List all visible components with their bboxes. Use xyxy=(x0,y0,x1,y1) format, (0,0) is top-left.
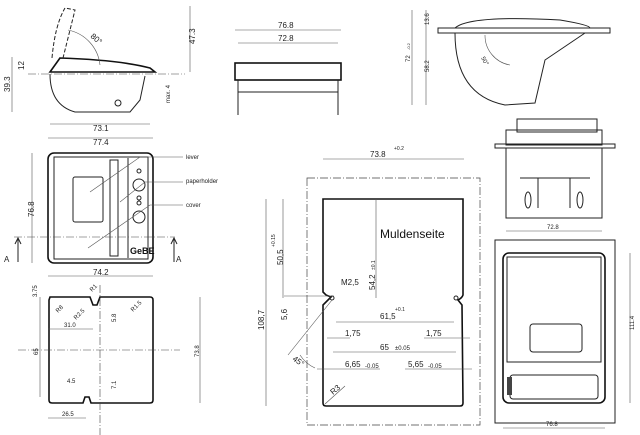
plate xyxy=(437,27,611,34)
cover xyxy=(509,374,599,400)
lid-top xyxy=(234,62,342,81)
dim-72-tol: -0.2 xyxy=(406,42,411,50)
dim-73-1: 73.1 xyxy=(93,124,109,133)
mounting-frame xyxy=(494,239,616,424)
body xyxy=(454,32,586,106)
dim-3-75: 3.75 xyxy=(33,285,39,297)
dim-31-0: 31.0 xyxy=(64,323,76,329)
dim-1-75-left: 1,75 xyxy=(345,329,361,338)
cutout-view: 3.75 R1 R8 R2.5 R1.5 31.0 5.8 65 73.8 4.… xyxy=(18,283,201,435)
top-box xyxy=(516,118,598,133)
dim-50-5: 50,5 xyxy=(276,249,285,265)
dim-r3: R3 xyxy=(329,383,343,397)
dim-73-8-tol: +0.2 xyxy=(394,146,404,152)
dim-65: 65 xyxy=(34,348,40,355)
dim-5-65-tol: -0.05 xyxy=(428,364,442,370)
thread-hole-right xyxy=(453,295,459,301)
mechanism xyxy=(505,147,603,219)
dim-angle-50: 50° xyxy=(479,56,489,67)
callout-lever: lever xyxy=(186,155,199,161)
dim-61-5-tol: +0.1 xyxy=(395,307,405,313)
bottom-view: 111.4 76.8 xyxy=(494,239,636,429)
paper-slot xyxy=(109,159,119,257)
dim-4-5: 4.5 xyxy=(67,379,76,385)
dim-26-5: 26.5 xyxy=(62,412,74,418)
dim-5-65: 5,65 xyxy=(408,360,424,369)
angle-arc xyxy=(67,29,101,66)
top-view: 76.8 72.8 xyxy=(234,21,342,115)
dim-5-8: 5.8 xyxy=(112,313,118,322)
printer-outline xyxy=(502,252,606,404)
dim-72-8-rear: 72.8 xyxy=(547,225,559,231)
dim-12: 12 xyxy=(17,61,26,70)
lid-open xyxy=(51,7,76,59)
dim-65-tol: ±0.05 xyxy=(395,346,411,352)
dim-5-6: 5,6 xyxy=(280,308,289,320)
dim-111-4: 111.4 xyxy=(630,315,636,330)
dim-r1: R1 xyxy=(89,283,99,293)
dim-7-1: 7.1 xyxy=(112,380,118,389)
dim-76-8-bottom: 76.8 xyxy=(546,422,558,428)
callout-cover: cover xyxy=(186,203,201,209)
side-view: 47.3 39.3 12 max. 4 80° 73.1 77.4 xyxy=(3,6,197,147)
dim-47-3: 47.3 xyxy=(188,28,197,44)
dim-76-8: 76.8 xyxy=(27,201,36,217)
window xyxy=(529,323,583,353)
bezel xyxy=(47,152,154,264)
button-top xyxy=(132,178,146,192)
logo-mark xyxy=(507,377,512,395)
front-view: GeBE A A 76.8 74.2 lever paperholder cov… xyxy=(4,152,218,277)
section-mark-right: A xyxy=(176,255,182,264)
printer-face xyxy=(506,256,602,363)
dim-m2-5: M2,5 xyxy=(341,278,359,287)
dim-72: 72 xyxy=(406,55,412,62)
dim-1-75-right: 1,75 xyxy=(426,329,442,338)
dim-54-2-tol: ±0.1 xyxy=(371,260,377,270)
dim-58-2: 58.2 xyxy=(425,60,431,72)
dim-61-5: 61,5 xyxy=(380,312,396,321)
cutout-shape xyxy=(322,198,464,407)
lever xyxy=(72,176,104,223)
lid-closed xyxy=(48,57,158,73)
roller xyxy=(114,99,122,107)
dim-77-4: 77.4 xyxy=(93,138,109,147)
housing-body xyxy=(49,73,146,113)
rear-view: 72.8 xyxy=(494,118,616,232)
dim-13-6: 13.6 xyxy=(425,13,431,25)
dim-73-8: 73.8 xyxy=(195,345,201,357)
dim-39-3: 39.3 xyxy=(3,76,12,92)
dim-r8: R8 xyxy=(55,304,65,314)
dim-6-65: 6,65 xyxy=(345,360,361,369)
dim-76-8-top: 76.8 xyxy=(278,21,294,30)
face xyxy=(53,156,149,260)
right-side-view: 13.6 72 -0.2 58.2 50° xyxy=(406,10,611,106)
lid-edge xyxy=(505,129,603,146)
panel-outline xyxy=(306,177,481,426)
dim-73-8-width: 73.8 xyxy=(370,150,386,159)
dim-r1-5: R1.5 xyxy=(130,300,144,314)
dim-angle-45: 45° xyxy=(291,354,306,368)
section-mark-left: A xyxy=(4,255,10,264)
muldenseite-label: Muldenseite xyxy=(380,227,445,241)
dim-108-7: 108,7 xyxy=(257,309,266,330)
lid xyxy=(454,18,591,29)
cutout-drawing: Muldenseite 73.8 +0.2 50,5 +0.15 54,2 ±0… xyxy=(257,146,481,426)
cutout-outline xyxy=(48,296,154,404)
gebe-logo: GeBE xyxy=(130,246,155,256)
dim-65-center: 65 xyxy=(380,343,389,352)
dim-72-8-top: 72.8 xyxy=(278,34,294,43)
dim-74-2: 74.2 xyxy=(93,268,109,277)
body-top xyxy=(237,80,339,115)
callout-paperholder: paperholder xyxy=(186,179,218,185)
dim-50-5-tol: +0.15 xyxy=(271,234,277,247)
dim-r2-5: R2.5 xyxy=(73,308,87,322)
dim-6-65-tol: -0.05 xyxy=(365,364,379,370)
dim-54-2: 54,2 xyxy=(368,274,377,290)
dim-max-4: max. 4 xyxy=(166,84,172,103)
